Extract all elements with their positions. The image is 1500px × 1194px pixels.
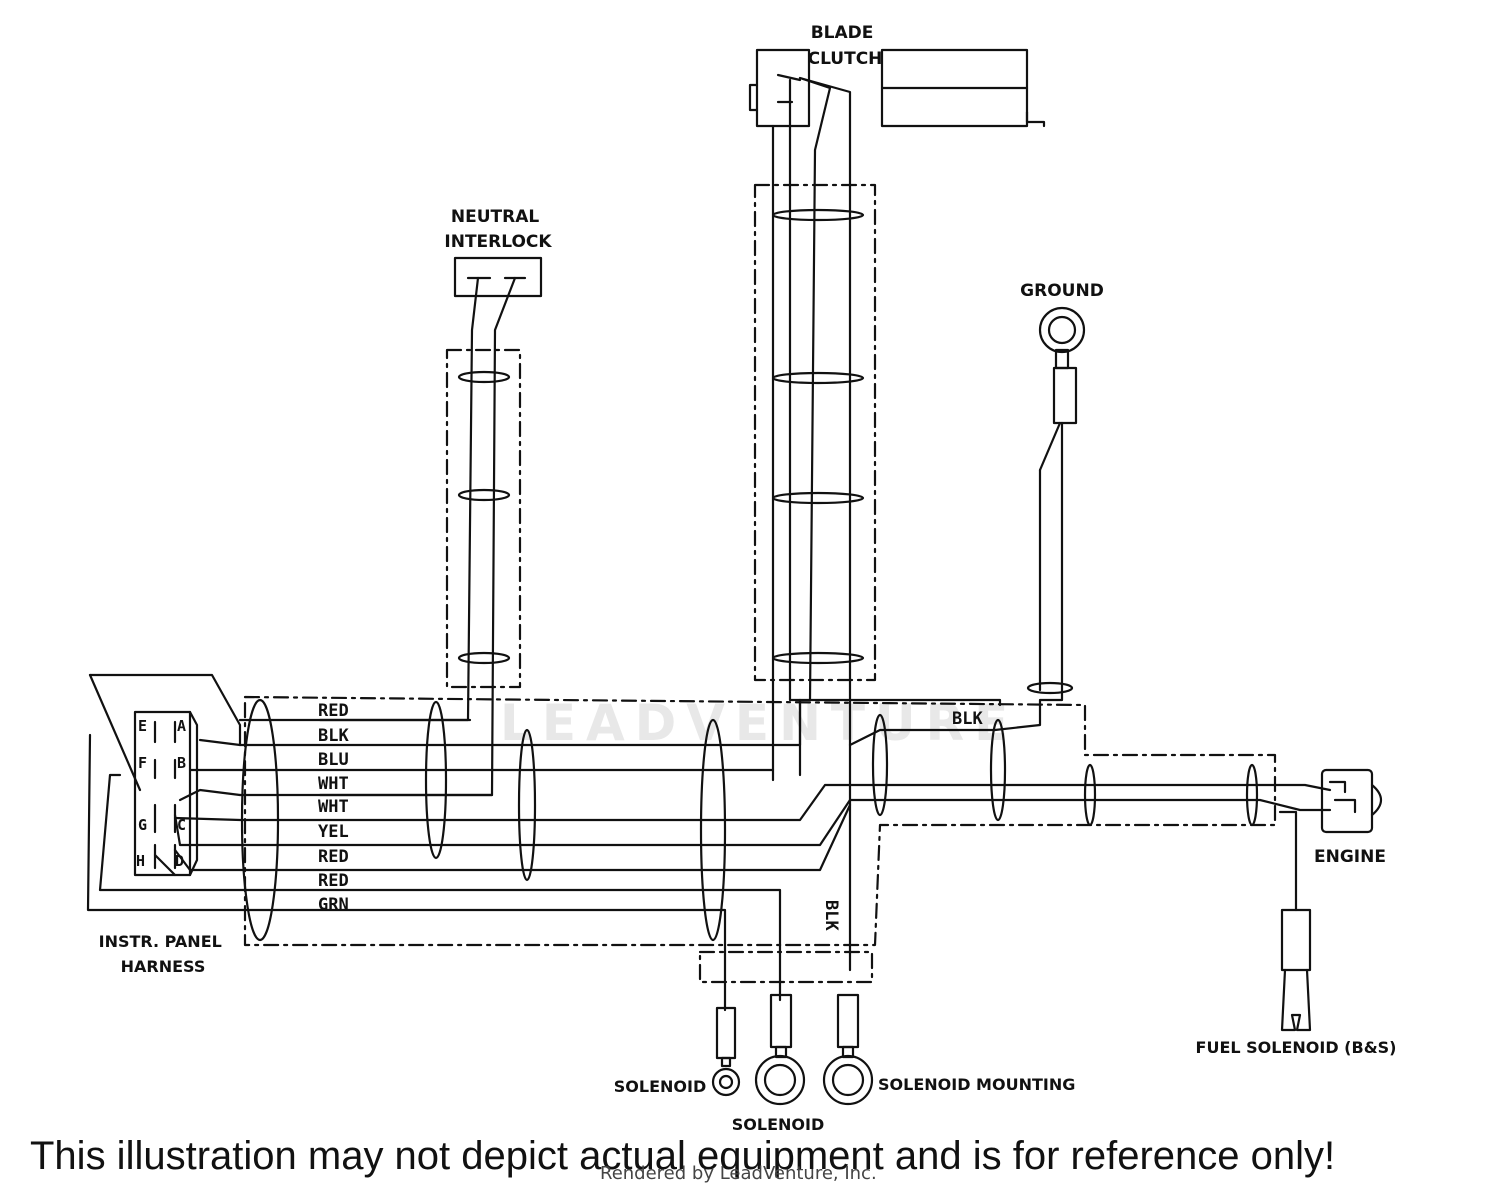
fuel-solenoid-terminal	[1280, 908, 1312, 1032]
wire-label: GRN	[318, 895, 349, 915]
instr-panel-connector	[88, 673, 242, 877]
solenoid-mounting-terminal	[822, 993, 874, 1106]
wire-label: BLU	[318, 750, 349, 770]
wire-interlock-1	[318, 276, 480, 722]
main-harness-sheath	[243, 695, 1277, 947]
label-neutral-interlock: NEUTRAL INTERLOCK	[444, 207, 552, 252]
wire-ground	[848, 421, 1064, 747]
label-engine: ENGINE	[1314, 847, 1386, 867]
engine-connector	[1320, 768, 1383, 834]
label-ground: GROUND	[1020, 281, 1104, 301]
blade-clutch-sheath	[753, 183, 877, 682]
wire-blade-clutch-1	[788, 78, 802, 702]
solenoid-left-terminal	[711, 1006, 741, 1097]
solenoid-center-terminal	[754, 993, 806, 1106]
wire-label-blk-vertical: BLK	[821, 900, 841, 931]
label-blade-clutch: BLADE CLUTCH	[808, 23, 883, 69]
wire-label: RED	[318, 871, 349, 891]
ground-terminal	[1038, 306, 1086, 425]
pin-label: B	[177, 754, 186, 772]
pin-label: D	[175, 852, 184, 870]
pin-label: F	[138, 754, 147, 772]
wire-label-blk-top: BLK	[952, 709, 983, 729]
label-solenoid-left: SOLENOID	[614, 1077, 706, 1096]
rendered-by-text: Rendered by LeadVenture, Inc.	[600, 1163, 877, 1184]
wire-label: RED	[318, 847, 349, 867]
wire-interlock-2	[318, 276, 517, 797]
wire-label: WHT	[318, 797, 349, 817]
label-fuel-solenoid: FUEL SOLENOID (B&S)	[1196, 1038, 1397, 1057]
pin-label: C	[177, 816, 186, 834]
wire-label: RED	[318, 701, 349, 721]
solenoid-sheath	[698, 950, 874, 984]
wire-label: YEL	[318, 822, 349, 842]
pin-label: A	[177, 717, 186, 735]
wire-label: BLK	[318, 726, 349, 746]
wire-blade-clutch-3	[798, 76, 852, 972]
neutral-interlock	[453, 256, 543, 298]
label-solenoid-mounting: SOLENOID MOUNTING	[878, 1075, 1075, 1094]
label-instr-panel-harness: INSTR. PANEL HARNESS	[99, 932, 228, 976]
pin-label: H	[136, 852, 145, 870]
interlock-sheath	[445, 348, 522, 689]
pin-label: E	[138, 717, 147, 735]
pin-label: G	[138, 816, 147, 834]
label-solenoid-center: SOLENOID	[732, 1115, 824, 1134]
wire-label: WHT	[318, 774, 349, 794]
blade-clutch	[748, 48, 1046, 128]
wire-blade-clutch-2	[798, 76, 832, 702]
disclaimer-text: This illustration may not depict actual …	[30, 1134, 1336, 1178]
